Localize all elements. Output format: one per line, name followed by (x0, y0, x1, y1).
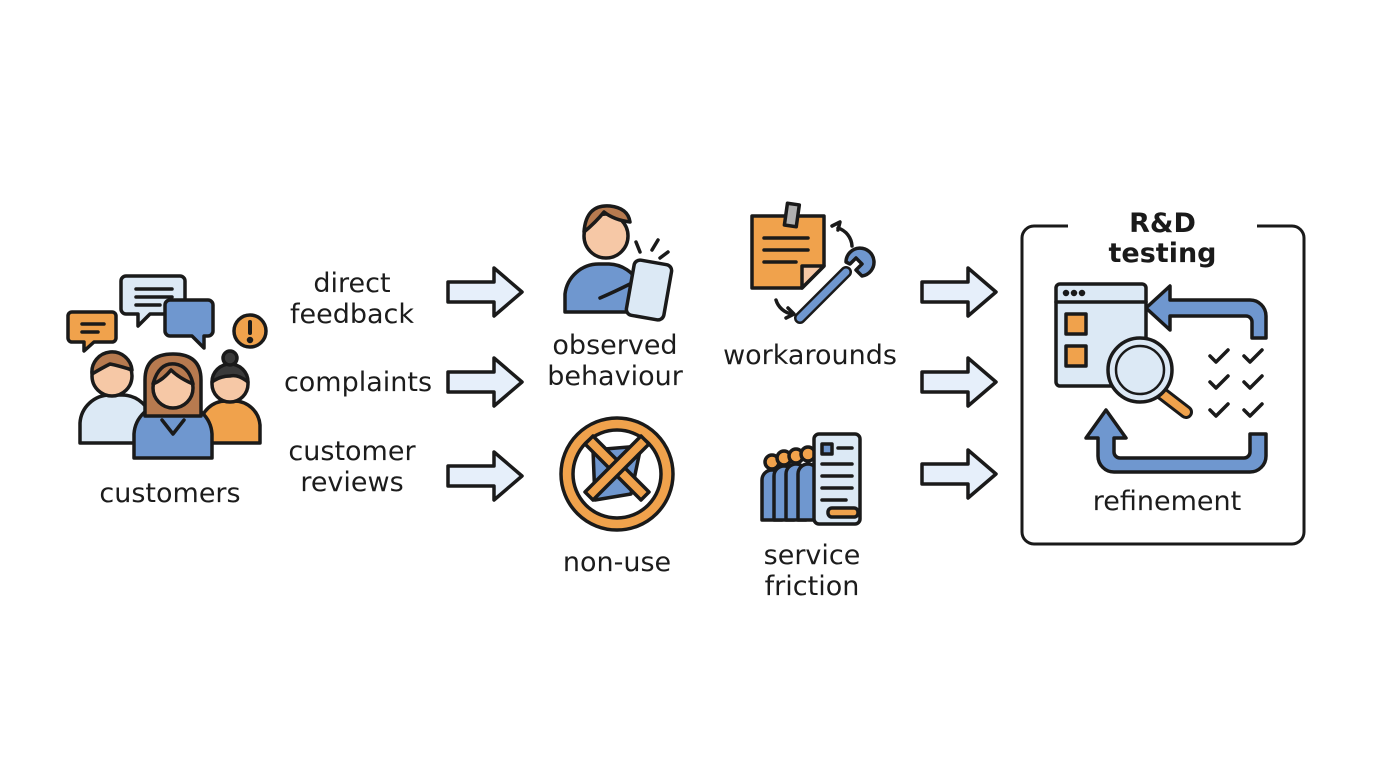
rnd-box-refinement-label: refinement (1092, 486, 1242, 517)
person-center-icon (132, 352, 214, 460)
speech-bubble-blue-icon (163, 298, 215, 350)
channel-label-customer-reviews: customer reviews (288, 436, 416, 498)
signal-label-non-use: non-use (562, 547, 672, 578)
arrow-to-rnd-2 (920, 356, 998, 408)
customers-label: customers (99, 478, 241, 509)
note-and-wrench-icon (750, 201, 876, 324)
speech-bubble-orange-icon (66, 310, 118, 353)
crossed-out-circle-icon (559, 416, 675, 532)
customers-icon (66, 274, 268, 460)
arrow-complaints (446, 356, 524, 408)
channel-label-complaints: complaints (283, 367, 433, 398)
exclamation-icon (232, 313, 268, 349)
arrow-to-rnd-1 (920, 266, 998, 318)
signal-label-workarounds: workarounds (723, 340, 897, 371)
signal-label-observed-behaviour: observed behaviour (547, 330, 683, 392)
channel-label-direct-feedback: direct feedback (289, 268, 415, 330)
queue-with-document-icon (760, 432, 862, 526)
person-using-phone-icon (563, 204, 674, 322)
arrow-customer-reviews (446, 450, 524, 502)
signal-label-service-friction: service friction (763, 540, 861, 602)
arrow-to-rnd-3 (920, 448, 998, 500)
browser-magnifier-checklist-loop-icon (1054, 282, 1268, 474)
rnd-box-title: R&D testing (1068, 209, 1257, 269)
arrow-direct-feedback (446, 266, 524, 318)
